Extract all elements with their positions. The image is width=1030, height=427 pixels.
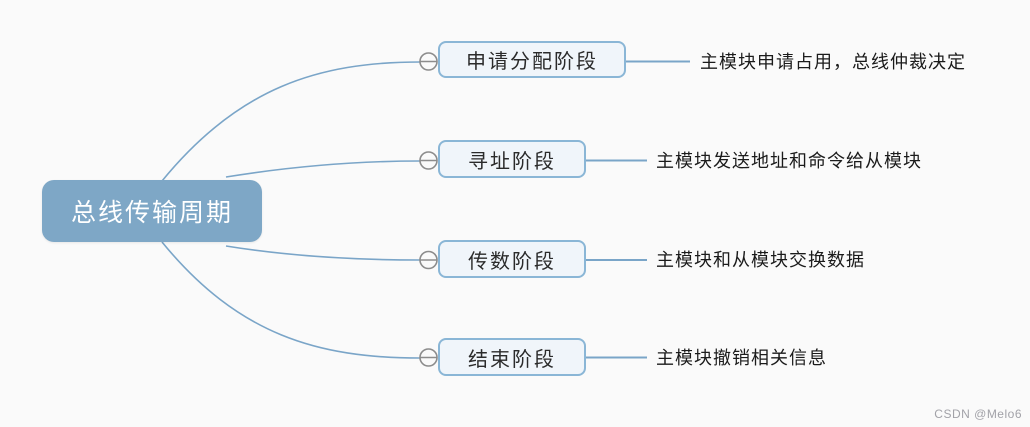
branch-curve-1 — [161, 61, 421, 182]
branch-curve-2 — [225, 160, 421, 178]
topic-note: 主模块撤销相关信息 — [656, 348, 827, 368]
topic-node-addressing[interactable]: 寻址阶段 — [438, 140, 586, 178]
topic-node-label: 结束阶段 — [468, 348, 556, 371]
watermark: CSDN @Melo6 — [934, 407, 1022, 421]
root-node[interactable]: 总线传输周期 — [42, 180, 262, 242]
collapse-minus-icon[interactable] — [419, 151, 438, 170]
topic-node-data-transfer[interactable]: 传数阶段 — [438, 240, 586, 278]
collapse-minus-icon[interactable] — [419, 250, 438, 270]
topic-note: 主模块和从模块交换数据 — [656, 250, 865, 270]
topic-note: 主模块申请占用，总线仲裁决定 — [700, 52, 966, 72]
topic-node-label: 寻址阶段 — [468, 150, 556, 173]
branch-curve-3 — [225, 245, 421, 261]
topic-node-label: 传数阶段 — [468, 250, 556, 273]
topic-node-request-allocation[interactable]: 申请分配阶段 — [438, 41, 626, 78]
root-node-label: 总线传输周期 — [70, 199, 233, 227]
topic-node-ending[interactable]: 结束阶段 — [438, 338, 586, 376]
branch-curve-4 — [161, 241, 421, 359]
collapse-minus-icon[interactable] — [419, 348, 438, 367]
collapse-minus-icon[interactable] — [419, 52, 438, 71]
topic-note: 主模块发送地址和命令给从模块 — [656, 151, 922, 171]
topic-node-label: 申请分配阶段 — [466, 51, 598, 73]
